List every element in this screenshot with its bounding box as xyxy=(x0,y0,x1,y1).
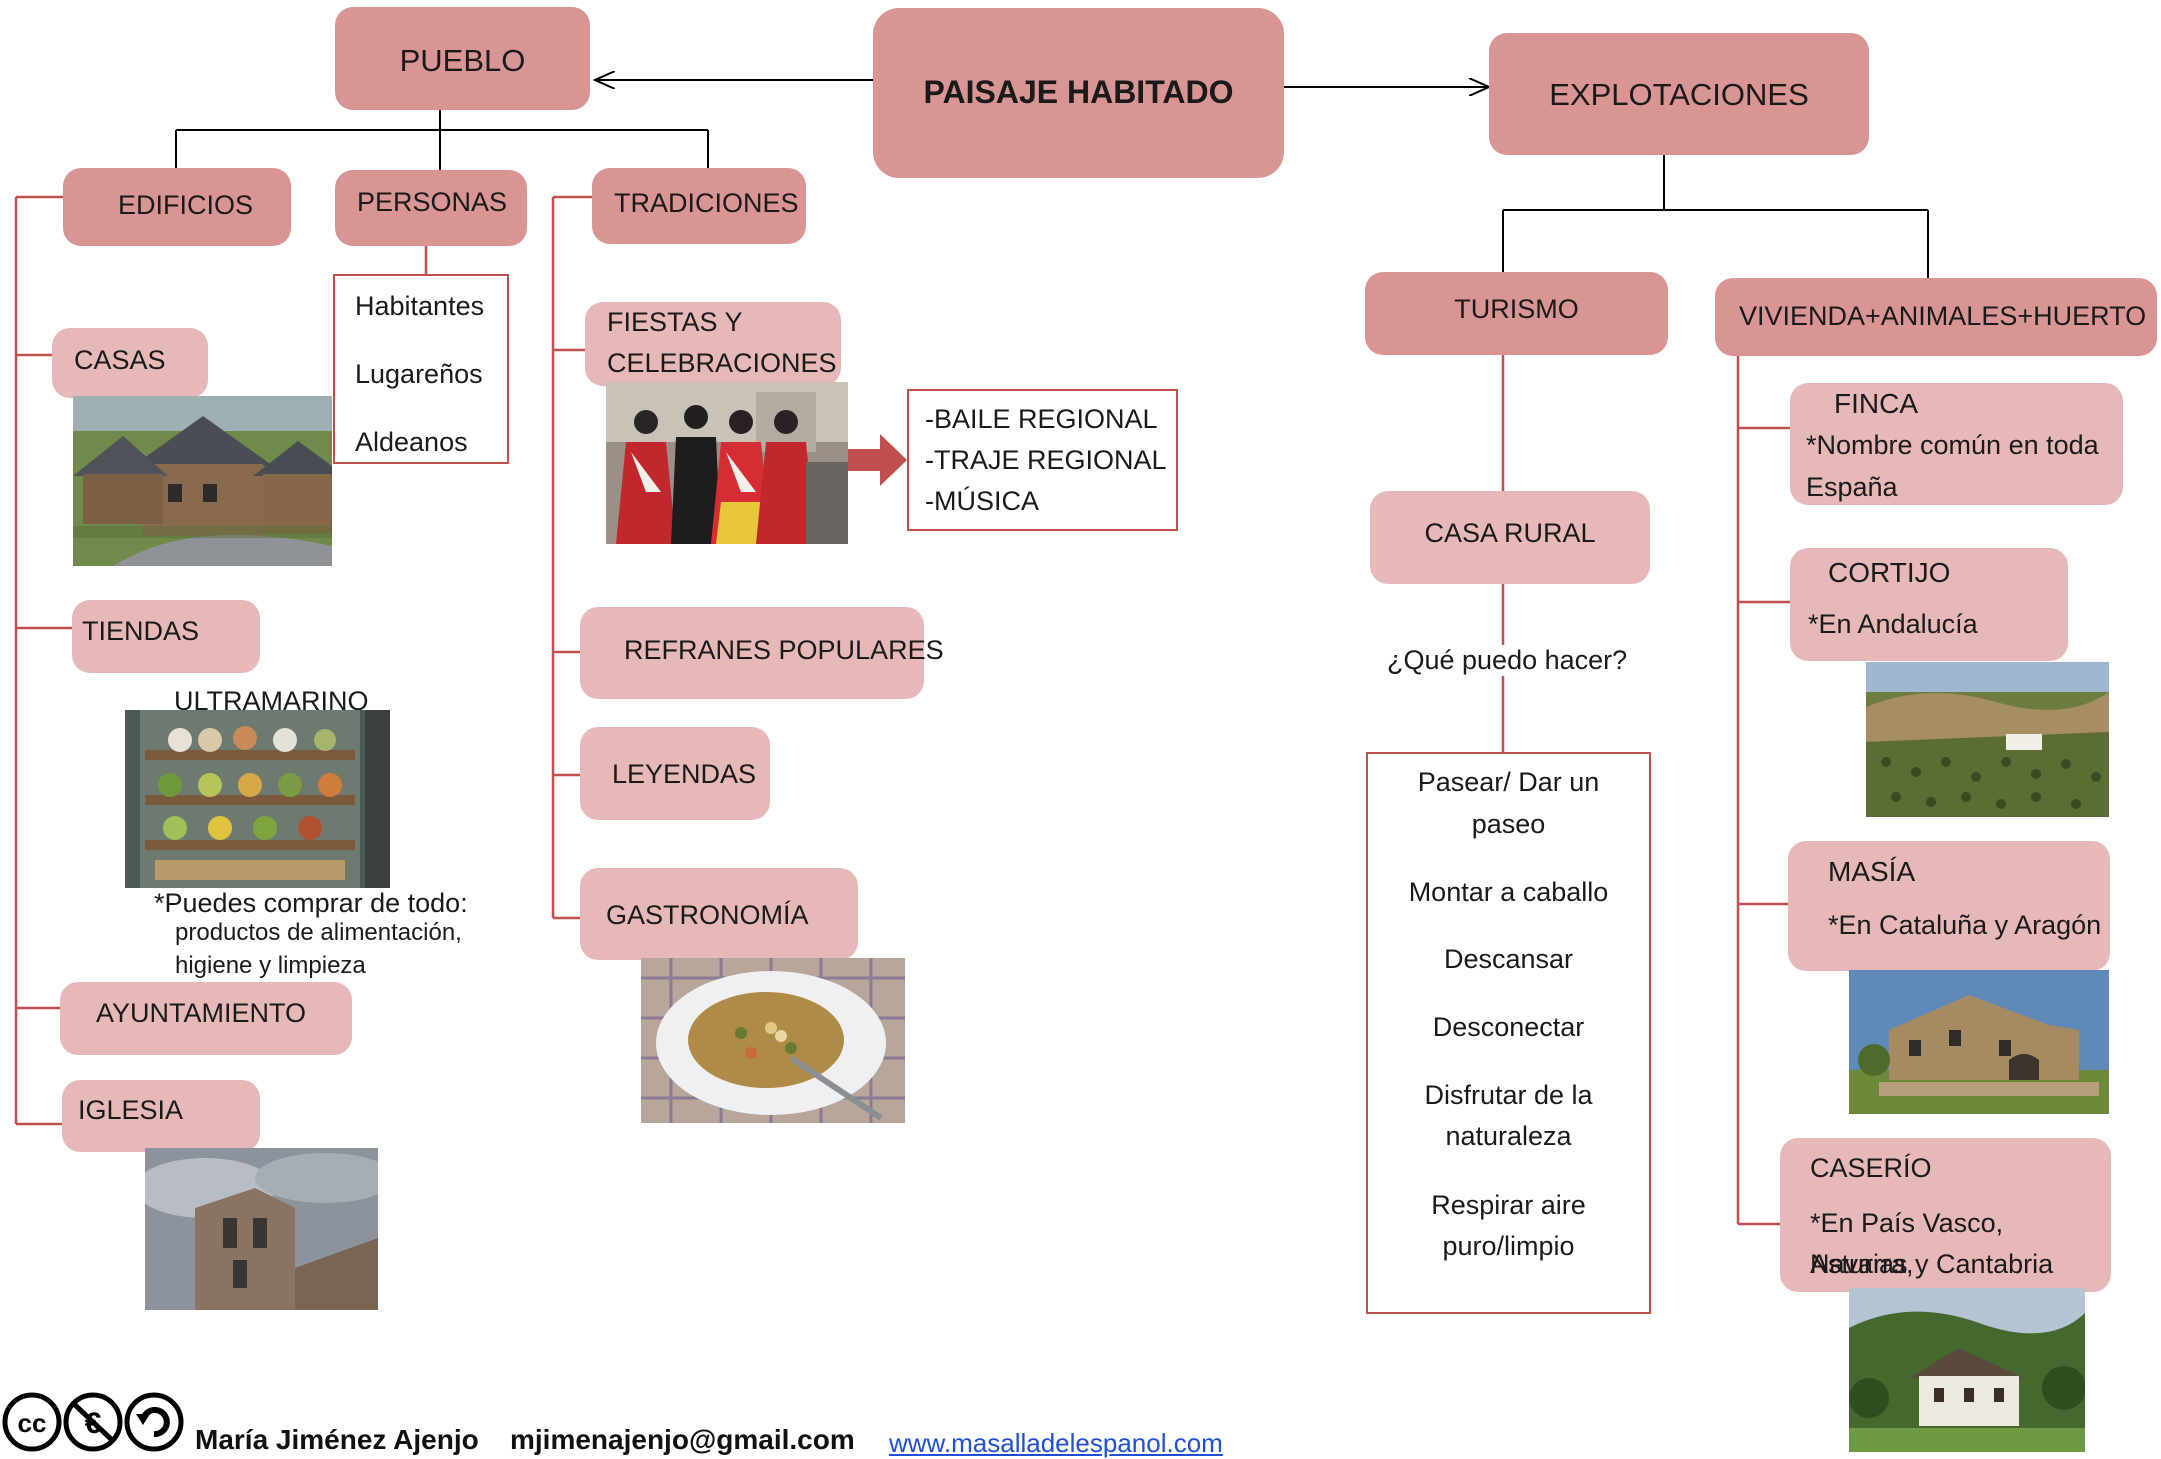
personas-list: Habitantes Lugareños Aldeanos xyxy=(333,274,509,464)
ayuntamiento-node: AYUNTAMIENTO xyxy=(60,982,352,1055)
finca-note-2: España xyxy=(1806,472,1898,502)
fiestas-list: -BAILE REGIONAL -TRAJE REGIONAL -MÚSICA xyxy=(907,389,1178,531)
iglesia-node: IGLESIA xyxy=(62,1080,260,1152)
casa-rural-label: CASA RURAL xyxy=(1424,518,1596,548)
fiestas-photo xyxy=(606,382,848,544)
pueblo-label: PUEBLO xyxy=(399,43,526,78)
leyendas-node: LEYENDAS xyxy=(580,727,770,820)
iglesia-photo xyxy=(145,1148,378,1310)
list-item: Desconectar xyxy=(1432,1012,1585,1042)
ultramarino-note-1: *Puedes comprar de todo: xyxy=(154,888,468,918)
tiendas-label: TIENDAS xyxy=(82,616,200,646)
cortijo-photo xyxy=(1866,662,2109,817)
list-item: -MÚSICA xyxy=(925,486,1039,516)
list-item: Descansar xyxy=(1443,944,1574,974)
footer-email[interactable]: mjimenajenjo@gmail.com xyxy=(510,1424,855,1455)
list-item: -BAILE REGIONAL xyxy=(925,404,1158,434)
explotaciones-label: EXPLOTACIONES xyxy=(1549,77,1809,112)
personas-node: PERSONAS xyxy=(335,170,527,246)
cortijo-node: CORTIJO *En Andalucía xyxy=(1790,548,2068,661)
root-node: PAISAJE HABITADO xyxy=(873,8,1284,178)
list-item: Pasear/ Dar un xyxy=(1417,767,1600,797)
casas-node: CASAS xyxy=(52,328,208,398)
gastronomia-node: GASTRONOMÍA xyxy=(580,868,858,960)
caserio-title: CASERÍO xyxy=(1810,1153,1932,1183)
cortijo-title: CORTIJO xyxy=(1828,557,1951,588)
masia-title: MASÍA xyxy=(1828,856,1916,887)
fiestas-label-1: FIESTAS Y xyxy=(607,307,743,337)
ayuntamiento-label: AYUNTAMIENTO xyxy=(96,998,307,1028)
activities-list: Pasear/ Dar un paseo Montar a caballo De… xyxy=(1366,752,1651,1314)
ultramarino-photo xyxy=(125,710,390,888)
gastronomia-label: GASTRONOMÍA xyxy=(606,900,809,930)
list-item: Habitantes xyxy=(355,291,485,321)
edificios-label: EDIFICIOS xyxy=(118,190,254,220)
edificios-node: EDIFICIOS xyxy=(63,168,291,246)
caserio-note-1: *En País Vasco, Navarra, xyxy=(1810,1208,2004,1279)
list-item: Aldeanos xyxy=(355,427,468,457)
caserio-node: CASERÍO *En País Vasco, Navarra, Asturia… xyxy=(1780,1138,2111,1292)
casas-photo xyxy=(73,396,332,566)
tradiciones-node: TRADICIONES xyxy=(592,168,806,244)
casas-label: CASAS xyxy=(74,345,166,375)
list-item: Lugareños xyxy=(355,359,483,389)
ultramarino-note-2: productos de alimentación, xyxy=(175,919,462,946)
footer-website-link[interactable]: www.masalladelespanol.com xyxy=(889,1428,1223,1458)
caserio-photo xyxy=(1849,1288,2085,1452)
cortijo-note-1: *En Andalucía xyxy=(1808,609,1978,639)
explotaciones-node: EXPLOTACIONES xyxy=(1489,33,1869,155)
footer-author: María Jiménez Ajenjo xyxy=(195,1424,479,1455)
vivienda-node: VIVIENDA+ANIMALES+HUERTO xyxy=(1715,278,2157,356)
list-item: Montar a caballo xyxy=(1408,877,1609,907)
finca-note-1: *Nombre común en toda xyxy=(1806,430,2099,460)
iglesia-label: IGLESIA xyxy=(78,1095,184,1125)
personas-label: PERSONAS xyxy=(357,187,508,217)
list-item: Disfrutar de la xyxy=(1424,1080,1593,1110)
fiestas-label-2: CELEBRACIONES xyxy=(607,348,837,378)
license-icons: cc € xyxy=(2,1392,184,1452)
list-item: puro/limpio xyxy=(1442,1231,1575,1261)
fiestas-node: FIESTAS Y CELEBRACIONES xyxy=(585,302,841,386)
cc-icon: cc xyxy=(2,1392,62,1452)
leyendas-label: LEYENDAS xyxy=(612,759,757,789)
svg-text:cc: cc xyxy=(18,1408,47,1438)
refranes-label: REFRANES POPULARES xyxy=(624,635,944,665)
tradiciones-label: TRADICIONES xyxy=(614,188,799,218)
turismo-label: TURISMO xyxy=(1454,294,1579,324)
ultramarino-note-3: higiene y limpieza xyxy=(175,952,366,979)
finca-node: FINCA *Nombre común en toda España xyxy=(1790,383,2123,505)
caserio-note-2: Asturias y Cantabria xyxy=(1810,1249,2054,1279)
sa-icon xyxy=(124,1392,184,1452)
root-label: PAISAJE HABITADO xyxy=(923,74,1234,110)
pueblo-node: PUEBLO xyxy=(335,7,590,110)
nc-euro-icon: € xyxy=(63,1392,123,1452)
masia-note-1: *En Cataluña y Aragón xyxy=(1828,910,2102,940)
vivienda-label: VIVIENDA+ANIMALES+HUERTO xyxy=(1739,301,2147,331)
finca-title: FINCA xyxy=(1834,388,1918,419)
question-label: ¿Qué puedo hacer? xyxy=(1387,645,1628,676)
refranes-node: REFRANES POPULARES xyxy=(580,607,944,699)
list-item: naturaleza xyxy=(1445,1121,1572,1151)
turismo-node: TURISMO xyxy=(1365,272,1668,355)
list-item: paseo xyxy=(1471,809,1546,839)
red-arrow-icon xyxy=(845,434,907,486)
casa-rural-node: CASA RURAL xyxy=(1370,491,1650,584)
masia-node: MASÍA *En Cataluña y Aragón xyxy=(1788,841,2110,971)
masia-photo xyxy=(1849,970,2109,1114)
tiendas-node: TIENDAS xyxy=(72,600,260,673)
list-item: -TRAJE REGIONAL xyxy=(925,445,1167,475)
list-item: Respirar aire xyxy=(1431,1190,1586,1220)
gastronomia-photo xyxy=(641,958,905,1123)
